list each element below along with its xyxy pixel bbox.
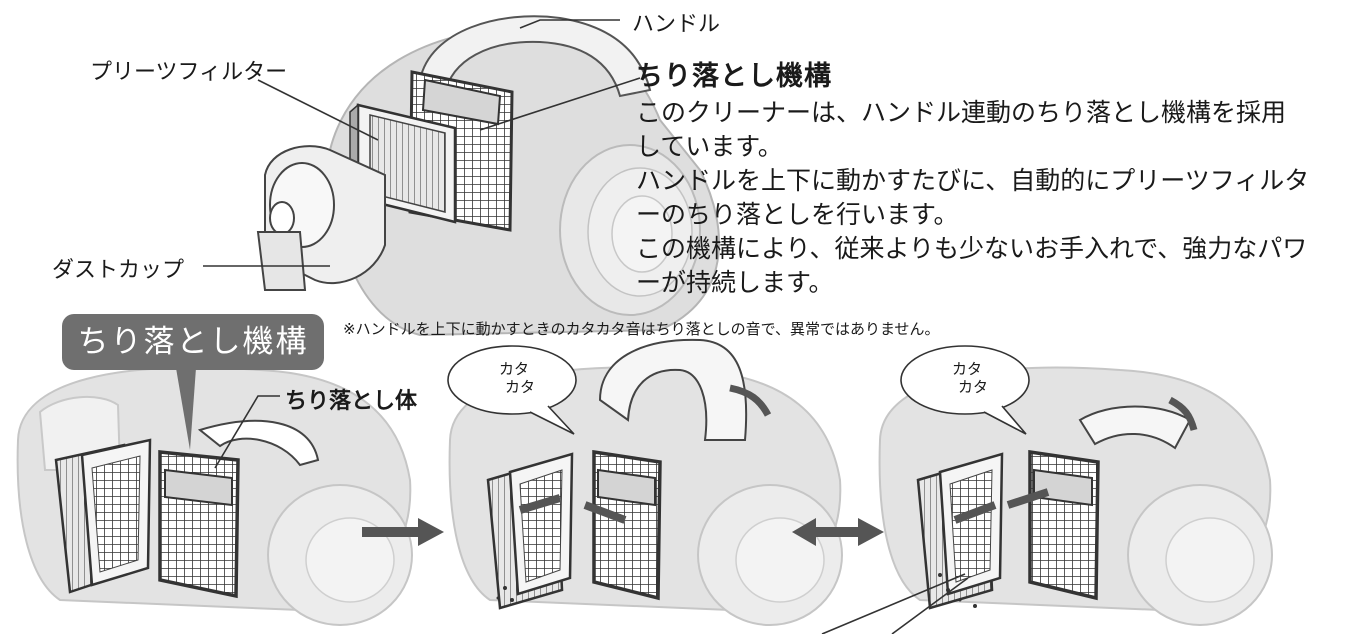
shake-body-leader [214, 395, 280, 469]
label-dust-cup: ダストカップ [52, 258, 185, 283]
section-heading: ちり落とし機構 [636, 61, 832, 92]
bubble-2-line-1: カタ [951, 360, 982, 378]
badge-pointer [176, 368, 196, 450]
label-pleats-filter: プリーツフィルター [90, 60, 288, 85]
description-line-1: このクリーナーは、ハンドル連動のちり落とし機構を採用 [636, 98, 1287, 127]
description-line-6: ーが持続します。 [636, 268, 834, 297]
dust-leader-lines [821, 573, 969, 634]
arrow-both [792, 518, 884, 546]
bubble-shape-1 [447, 345, 577, 435]
label-shake-body: ちり落とし体 [285, 389, 418, 414]
vacuum-panel-3 [878, 366, 1273, 626]
description-line-2: しています。 [636, 132, 783, 161]
bubble-shape-2 [900, 345, 1030, 435]
description-line-3: ハンドルを上下に動かすたびに、自動的にプリーツフィルタ [636, 166, 1310, 195]
description-line-4: ーのちり落としを行います。 [636, 200, 959, 229]
top-dust-cup [256, 145, 386, 291]
dust-particles [496, 573, 977, 608]
description-line-5: この機構により、従来よりも少ないお手入れで、強力なパワ [636, 234, 1308, 263]
bubble-1: カタ カタ [484, 360, 544, 396]
bubble-2-line-2: カタ [957, 378, 988, 396]
footnote: ※ハンドルを上下に動かすときのカタカタ音はちり落としの音で、異常ではありません。 [343, 320, 940, 338]
vacuum-panel-1 [16, 366, 413, 626]
bubble-1-line-2: カタ [504, 378, 535, 396]
top-leader-lines [203, 19, 641, 267]
label-handle: ハンドル [632, 12, 721, 37]
top-handle [418, 15, 652, 98]
bubble-2: カタ カタ [937, 360, 997, 396]
arrow-right [362, 518, 444, 546]
bubble-1-line-1: カタ [498, 360, 529, 378]
mechanism-badge: ちり落とし機構 [62, 314, 324, 370]
vacuum-panel-2 [448, 338, 843, 626]
